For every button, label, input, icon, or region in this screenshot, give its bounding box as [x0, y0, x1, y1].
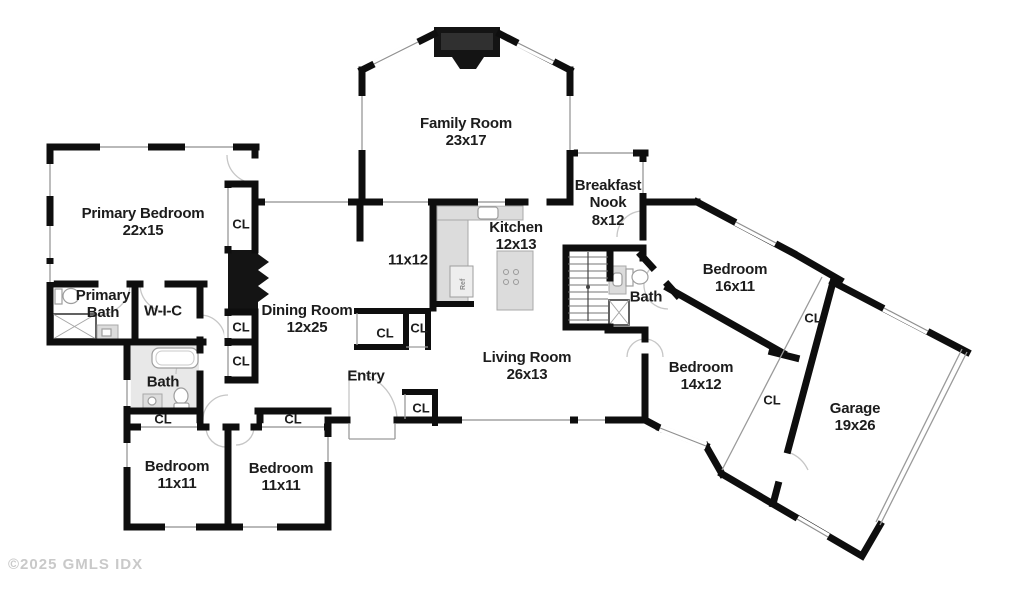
room-label-primary-bedroom: Primary Bedroom 22x15 — [82, 205, 205, 240]
room-dims: 11x11 — [157, 475, 197, 492]
room-label-entry: Entry — [347, 367, 385, 385]
closet-label: CL — [284, 411, 302, 427]
room-dims: 12x13 — [495, 236, 537, 253]
room-dims: 22x15 — [122, 222, 164, 239]
wing-bath-shower — [608, 299, 630, 326]
wing-bath-toilet — [625, 268, 649, 287]
closet-label: CL — [232, 216, 250, 232]
closet-label: CL — [232, 319, 250, 335]
room-label-breakfast-nook: Breakfast Nook 8x12 — [575, 177, 642, 229]
room-label-bedroom-11x11-left: Bedroom 11x11 — [144, 457, 210, 493]
primary-bath-toilet — [54, 287, 80, 305]
hall-bath-sink — [142, 393, 163, 410]
room-name: Bedroom — [702, 260, 768, 278]
fixtures: Ref — [52, 27, 649, 440]
room-dims: 23x17 — [445, 132, 487, 149]
room-label-bedroom-14x12: Bedroom 14x12 — [668, 358, 734, 394]
room-dims: 14x12 — [680, 376, 722, 393]
room-name: Nook — [589, 194, 627, 212]
room-dims: 26x13 — [506, 366, 548, 383]
front-stoop — [348, 424, 396, 440]
room-name: Dining Room — [261, 301, 353, 319]
sliding-doors — [141, 188, 968, 526]
room-name: Kitchen — [489, 218, 543, 236]
kitchen-island — [496, 250, 534, 311]
room-label-primary-bath: Primary Bath — [75, 286, 131, 322]
room-dims: 19x26 — [834, 417, 876, 434]
room-name: Primary Bedroom — [81, 204, 205, 222]
closet-label: CL — [763, 392, 781, 408]
room-name: Entry — [347, 367, 385, 385]
room-label-walk-in-closet: W-I-C — [144, 302, 182, 319]
watermark: ©2025 GMLS IDX — [8, 556, 144, 573]
kitchen-sink — [477, 206, 499, 220]
room-label-kitchen: Kitchen 12x13 — [489, 219, 543, 254]
closet-label: CL — [376, 325, 394, 341]
refrigerator: Ref — [449, 265, 474, 298]
closet-label: CL — [410, 320, 428, 336]
closet-label: CL — [412, 400, 430, 416]
garage-door-edge — [875, 348, 968, 526]
fireplace-dining-room — [228, 250, 269, 312]
room-name: Bedroom — [248, 459, 314, 477]
windows — [46, 38, 930, 541]
hall-bath-tub — [151, 347, 199, 369]
room-label-family-room: Family Room 23x17 — [420, 115, 512, 150]
room-name: Bath — [146, 373, 180, 391]
room-dims: 8x12 — [591, 211, 625, 229]
room-label-wing-bath: Bath — [630, 288, 663, 305]
room-dims: 12x25 — [286, 319, 328, 336]
room-name: Breakfast — [574, 177, 642, 195]
room-label-garage: Garage 19x26 — [830, 400, 881, 435]
room-label-living-room: Living Room 26x13 — [483, 349, 572, 384]
primary-bath-vanity — [96, 324, 119, 341]
room-name: Living Room — [482, 348, 572, 366]
room-dims: 11x11 — [261, 477, 301, 494]
room-label-bedroom-11x11-right: Bedroom 11x11 — [248, 459, 314, 495]
room-dims: 11x12 — [388, 251, 428, 269]
room-name: Bedroom — [144, 457, 210, 475]
fireplace-family-room — [434, 27, 500, 69]
closet-label: CL — [804, 310, 822, 326]
room-name: Family Room — [420, 114, 512, 132]
door-arcs — [96, 154, 809, 471]
room-name: Garage — [829, 399, 881, 417]
room-label-dining-room: Dining Room 12x25 — [261, 302, 352, 337]
closet-label: CL — [154, 411, 172, 427]
staircase — [568, 252, 608, 321]
closet-label: CL — [232, 353, 250, 369]
room-name: Bedroom — [668, 358, 734, 376]
room-label-hall-bath: Bath — [147, 373, 180, 390]
room-dims: 16x11 — [715, 278, 755, 295]
room-name: Bath — [629, 288, 663, 306]
room-label-den: 11x12 — [388, 251, 428, 268]
room-name: Bath — [86, 304, 120, 321]
refrigerator-label: Ref — [460, 278, 467, 290]
hall-bath-toilet — [173, 387, 190, 411]
room-name: Primary — [75, 286, 131, 304]
room-label-bedroom-16x11: Bedroom 16x11 — [702, 260, 768, 296]
room-name: W-I-C — [144, 302, 182, 320]
